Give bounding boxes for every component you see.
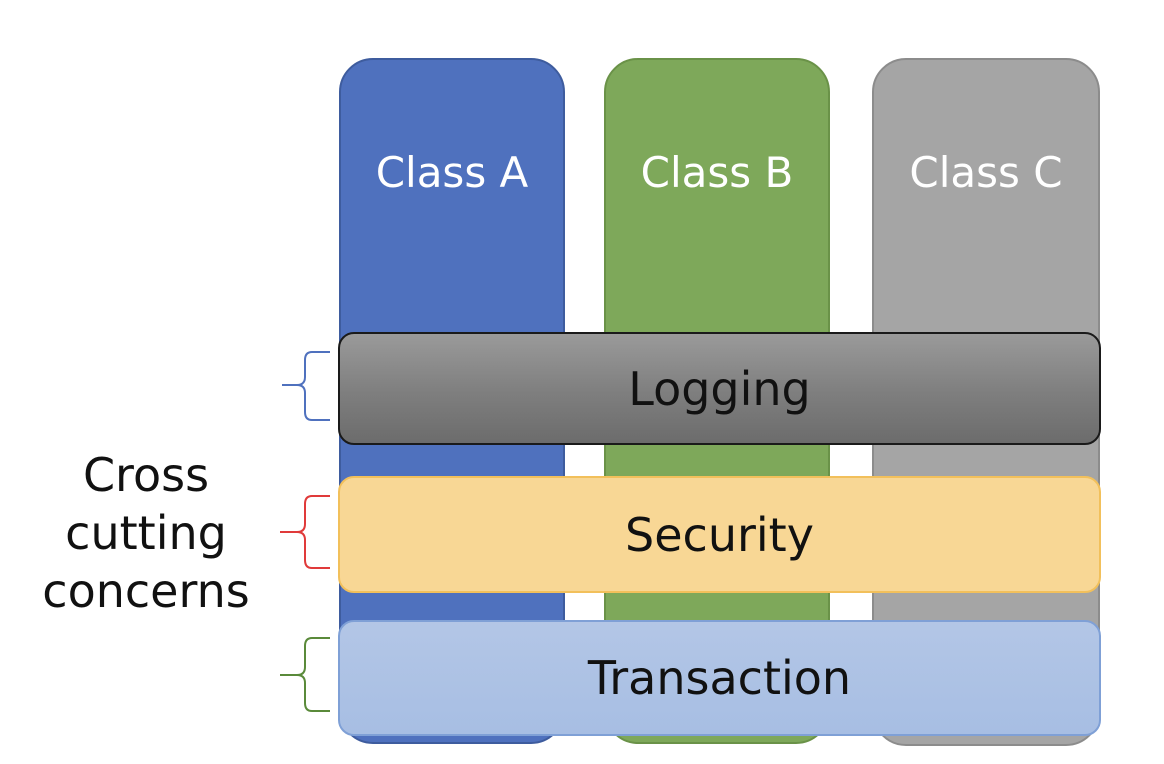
class-b-label: Class B xyxy=(640,148,794,197)
transaction-label: Transaction xyxy=(587,651,852,705)
logging-brace-icon xyxy=(282,351,330,421)
transaction-brace-icon xyxy=(280,637,330,712)
side-label-line-2: cutting xyxy=(65,506,227,560)
class-c-label: Class C xyxy=(909,148,1063,197)
logging-label: Logging xyxy=(628,361,811,416)
security-brace-icon xyxy=(280,495,330,569)
side-label-line-1: Cross xyxy=(82,448,210,502)
security-label: Security xyxy=(625,507,814,562)
side-label-line-3: concerns xyxy=(42,564,250,618)
transaction-band: Transaction xyxy=(338,620,1101,736)
cross-cutting-concerns-label: Cross cutting concerns xyxy=(26,446,266,620)
security-band: Security xyxy=(338,476,1101,593)
class-a-label: Class A xyxy=(375,148,529,197)
logging-band: Logging xyxy=(338,332,1101,445)
